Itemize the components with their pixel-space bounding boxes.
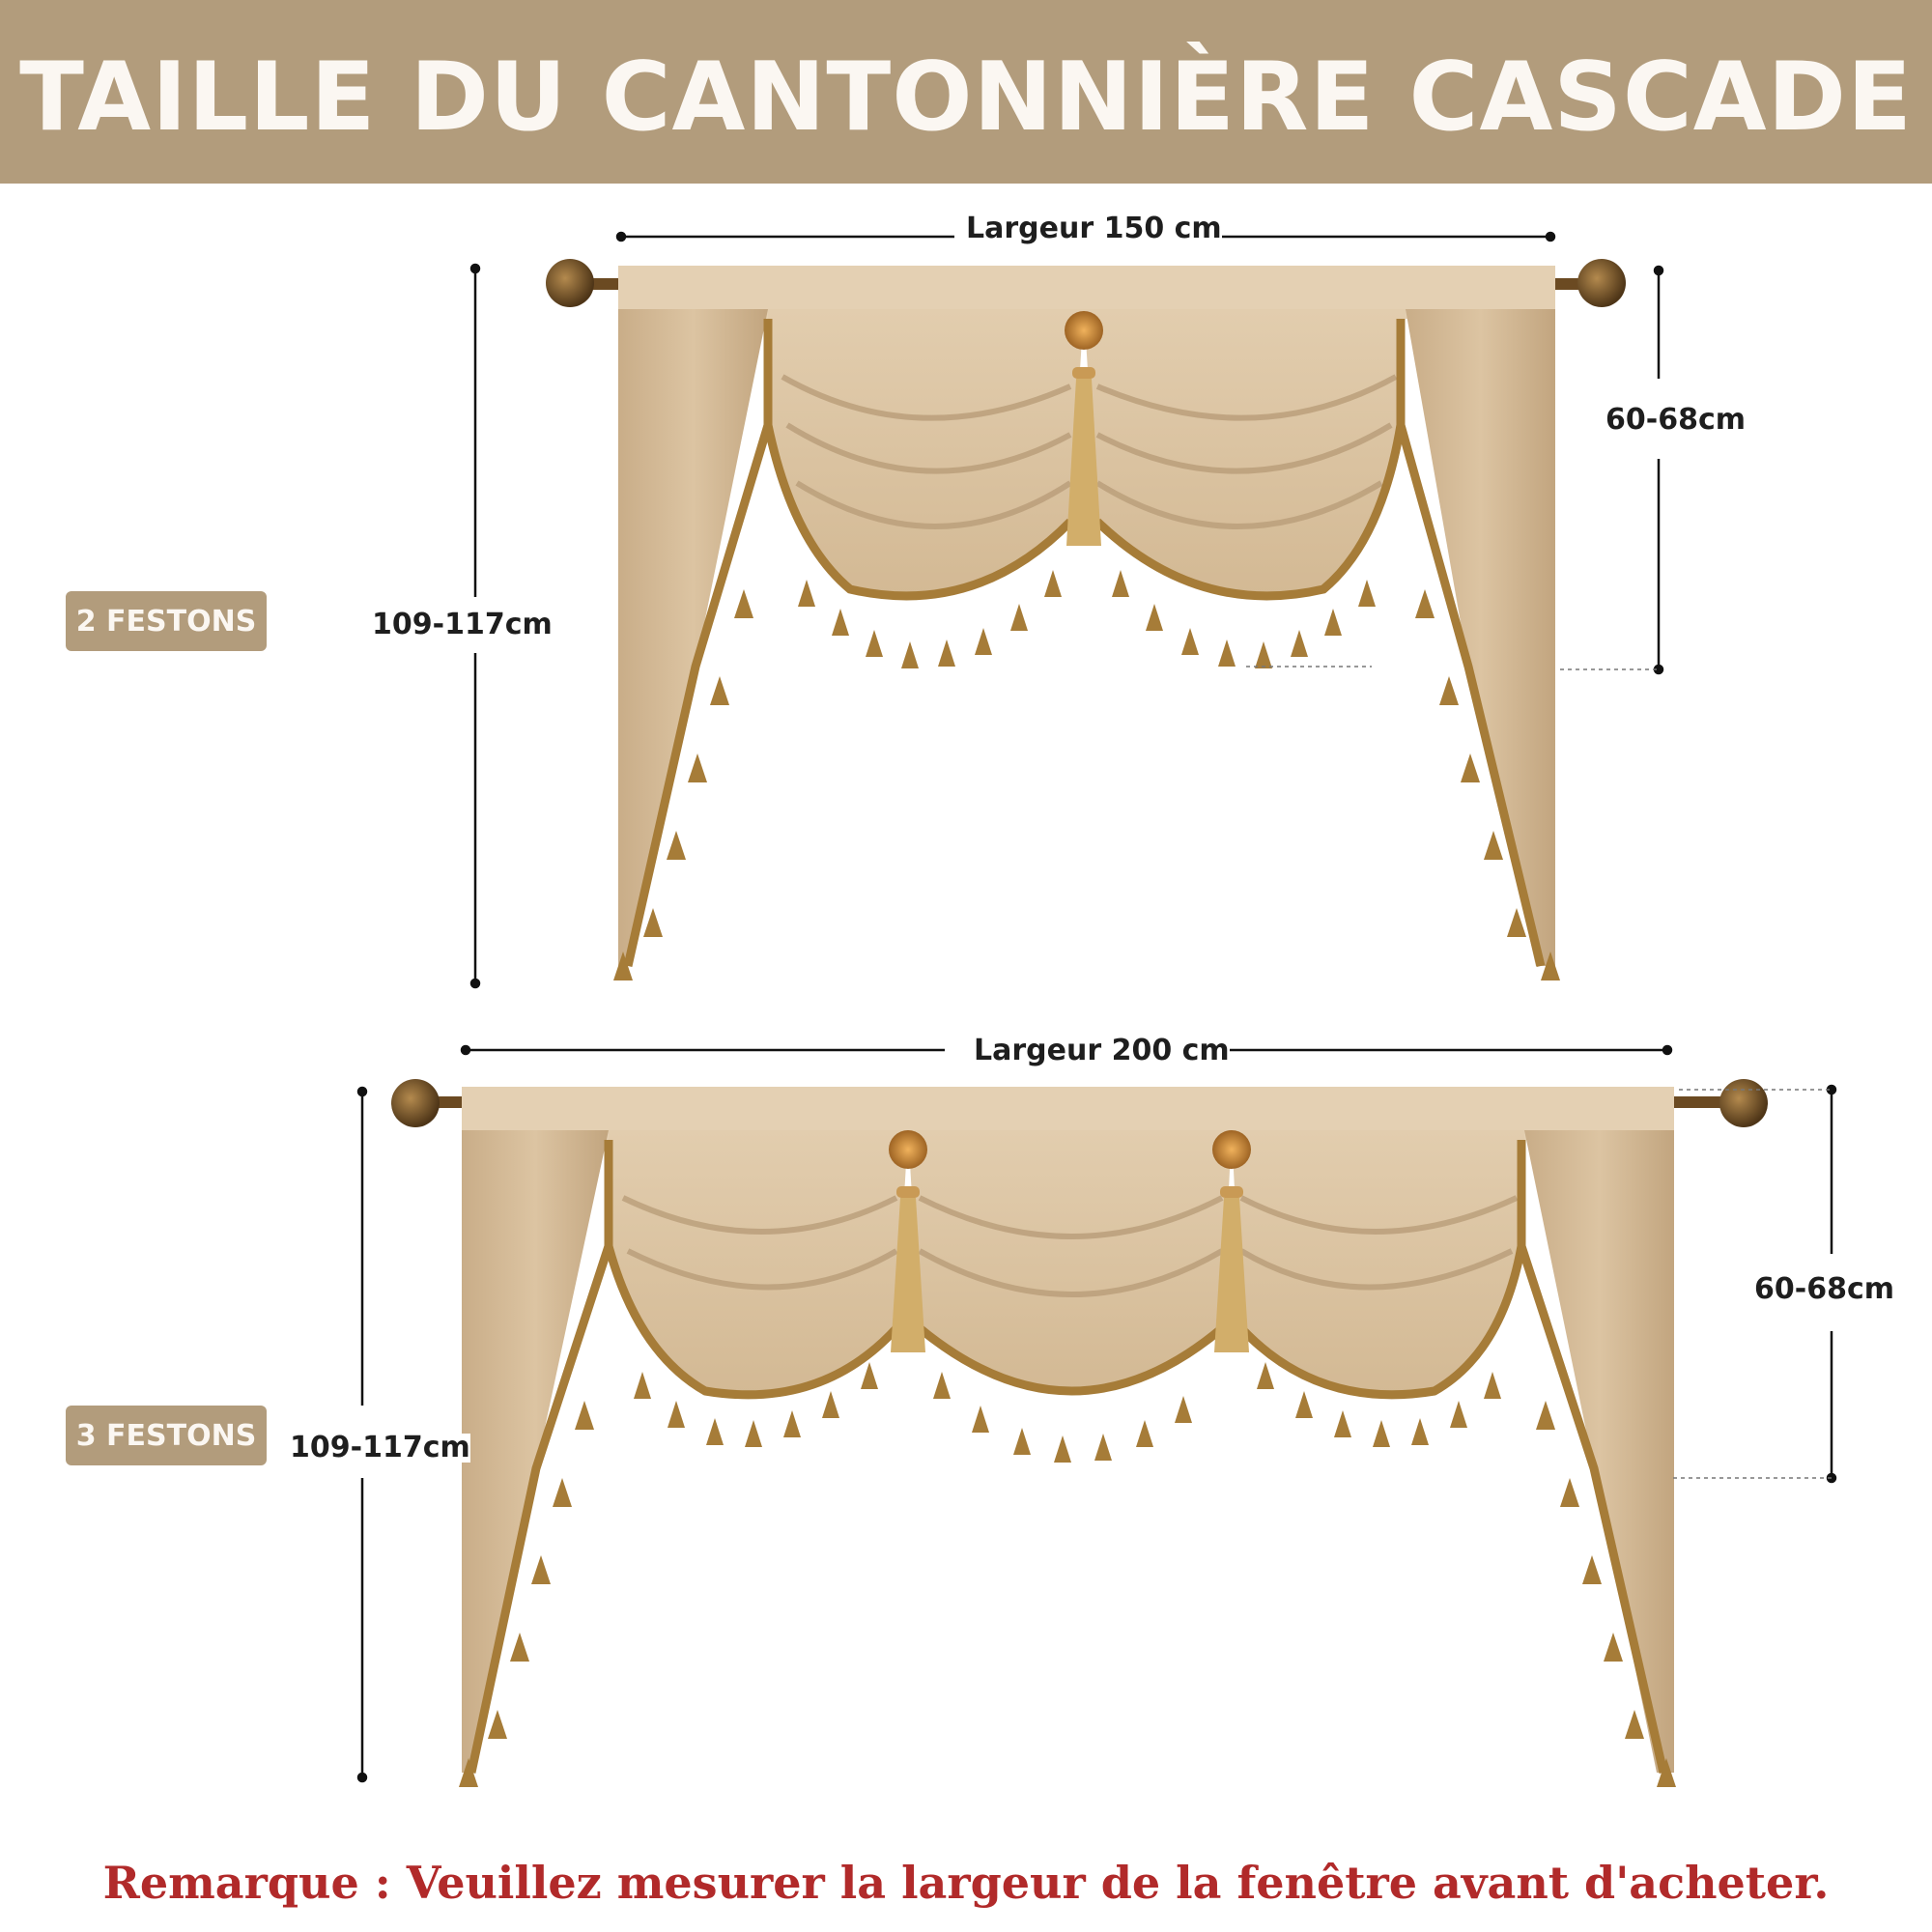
swag-left <box>768 309 1084 596</box>
tag-three-swags: 3 FESTONS <box>66 1406 267 1465</box>
tassel-right <box>1214 1198 1249 1352</box>
valance-two-swags <box>546 259 1626 980</box>
tassel-left <box>891 1198 925 1352</box>
total-height-label-1: 109-117cm <box>372 608 553 641</box>
valance-three-swags <box>391 1079 1768 1787</box>
swag-height-label-1: 60-68cm <box>1605 403 1746 437</box>
right-jabot <box>1524 1130 1674 1773</box>
rod-finial-left <box>391 1079 440 1127</box>
swag-height-label-2: 60-68cm <box>1754 1272 1894 1306</box>
medallion-left <box>889 1130 927 1169</box>
width-label-150: Largeur 150 cm <box>966 212 1222 245</box>
total-height-label-2: 109-117cm <box>290 1431 470 1464</box>
remark-note: Remarque : Veuillez mesurer la largeur d… <box>102 1857 1830 1909</box>
left-jabot <box>462 1130 609 1773</box>
page-title: TAILLE DU CANTONNIÈRE CASCADE <box>19 43 1913 153</box>
width-label-200: Largeur 200 cm <box>974 1034 1230 1067</box>
swag-left <box>609 1130 908 1395</box>
center-medallion <box>1065 311 1103 350</box>
rod-finial-left <box>546 259 594 307</box>
center-tassel <box>1066 379 1101 546</box>
medallion-right <box>1212 1130 1251 1169</box>
swag-center <box>908 1130 1232 1391</box>
rod-finial-right <box>1577 259 1626 307</box>
swag-right <box>1232 1130 1524 1395</box>
title-banner: TAILLE DU CANTONNIÈRE CASCADE <box>0 0 1932 184</box>
swag-right <box>1084 309 1406 596</box>
tag-two-swags: 2 FESTONS <box>66 591 267 651</box>
rod-finial-right <box>1719 1079 1768 1127</box>
right-jabot <box>1406 309 1555 966</box>
left-jabot <box>618 309 768 966</box>
